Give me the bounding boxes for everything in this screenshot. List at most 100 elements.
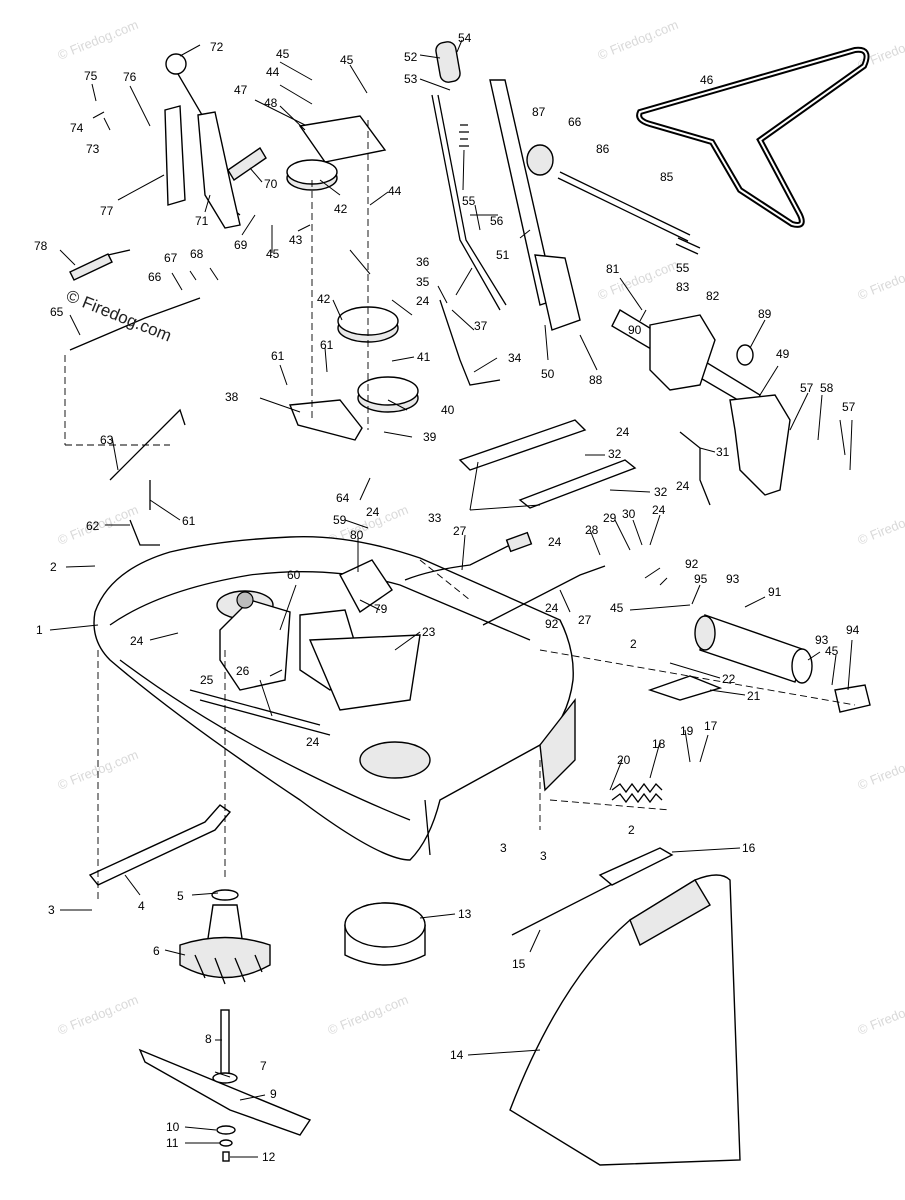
callout-24: 24 xyxy=(416,294,430,308)
callout-17: 17 xyxy=(704,719,718,733)
lift-handle-51 xyxy=(489,79,581,331)
callout-48: 48 xyxy=(264,96,278,110)
bracket-21 xyxy=(647,675,723,701)
callout-66: 66 xyxy=(148,270,162,284)
adjustment-rod-86 xyxy=(526,144,691,242)
watermark-text: © Firedog.com xyxy=(856,992,905,1038)
callout-42: 42 xyxy=(334,202,348,216)
callout-85: 85 xyxy=(660,170,674,184)
callout-79: 79 xyxy=(374,602,388,616)
callout-71: 71 xyxy=(195,214,209,228)
lift-links-33 xyxy=(458,419,637,509)
callout-26: 26 xyxy=(236,664,250,678)
callout-62: 62 xyxy=(86,519,100,533)
watermark-text: © Firedog.com xyxy=(56,992,141,1038)
callout-81: 81 xyxy=(606,262,620,276)
rod-34 xyxy=(439,299,501,386)
bracket-plate-89 xyxy=(649,314,754,391)
callout-60: 60 xyxy=(287,568,301,582)
callout-88: 88 xyxy=(589,373,603,387)
callout-33: 33 xyxy=(428,511,442,525)
callout-45: 45 xyxy=(340,53,354,67)
callout-22: 22 xyxy=(722,672,736,686)
callout-1: 1 xyxy=(36,623,43,637)
rod-65 xyxy=(69,297,201,351)
bracket-48 xyxy=(298,115,387,163)
lift-rod-27 xyxy=(404,531,606,626)
pulley-40 xyxy=(357,376,419,413)
callout-57: 57 xyxy=(842,400,856,414)
hinge-bracket-16 xyxy=(598,847,674,886)
callout-36: 36 xyxy=(416,255,430,269)
callout-58: 58 xyxy=(820,381,834,395)
callout-34: 34 xyxy=(508,351,522,365)
callout-27: 27 xyxy=(453,524,467,538)
callout-94: 94 xyxy=(846,623,860,637)
callout-61: 61 xyxy=(182,514,196,528)
deflector-rod-15 xyxy=(511,879,621,936)
callout-3: 3 xyxy=(500,841,507,855)
callout-12: 12 xyxy=(262,1150,276,1164)
callout-50: 50 xyxy=(541,367,555,381)
callout-24: 24 xyxy=(548,535,562,549)
callout-7: 7 xyxy=(260,1059,267,1073)
callout-42: 42 xyxy=(317,292,331,306)
callout-32: 32 xyxy=(608,447,622,461)
rod-63 xyxy=(109,408,186,510)
callout-77: 77 xyxy=(100,204,114,218)
belt-guard-79 xyxy=(339,559,393,614)
callout-69: 69 xyxy=(234,238,248,252)
callout-67: 67 xyxy=(164,251,178,265)
callout-45: 45 xyxy=(825,644,839,658)
callout-24: 24 xyxy=(366,505,380,519)
callout-89: 89 xyxy=(758,307,772,321)
callout-66: 66 xyxy=(568,115,582,129)
callout-37: 37 xyxy=(474,319,488,333)
mower-deck-housing-1 xyxy=(93,535,576,861)
callout-61: 61 xyxy=(271,349,285,363)
callout-35: 35 xyxy=(416,275,430,289)
callout-19: 19 xyxy=(680,724,694,738)
spindle-cover-13 xyxy=(344,902,426,966)
callout-55: 55 xyxy=(462,194,476,208)
callout-6: 6 xyxy=(153,944,160,958)
roller-bracket-94 xyxy=(834,684,871,713)
watermark-text: © Firedog.com xyxy=(856,747,905,793)
callout-18: 18 xyxy=(652,737,666,751)
callout-57: 57 xyxy=(800,381,814,395)
callout-46: 46 xyxy=(700,73,714,87)
callout-39: 39 xyxy=(423,430,437,444)
idler-pulley-42 xyxy=(286,159,399,343)
callout-24: 24 xyxy=(652,503,666,517)
lift-lever-72 xyxy=(164,53,241,229)
callout-24: 24 xyxy=(676,479,690,493)
callout-25: 25 xyxy=(200,673,214,687)
rod-62 xyxy=(129,519,160,546)
leader-lines xyxy=(49,39,853,1158)
callout-3: 3 xyxy=(540,849,547,863)
callout-52: 52 xyxy=(404,50,418,64)
spring-18 xyxy=(611,782,663,804)
callout-70: 70 xyxy=(264,177,278,191)
callout-64: 64 xyxy=(336,491,350,505)
callout-59: 59 xyxy=(333,513,347,527)
callout-10: 10 xyxy=(166,1120,180,1134)
callout-29: 29 xyxy=(603,511,617,525)
assembly-centerlines xyxy=(64,120,856,900)
idler-plate-38 xyxy=(289,399,363,441)
callout-28: 28 xyxy=(585,523,599,537)
callout-63: 63 xyxy=(100,433,114,447)
callout-75: 75 xyxy=(84,69,98,83)
callout-2: 2 xyxy=(50,560,57,574)
callout-45: 45 xyxy=(610,601,624,615)
callout-47: 47 xyxy=(234,83,248,97)
idler-bracket-60 xyxy=(219,591,421,711)
callout-83: 83 xyxy=(676,280,690,294)
callout-14: 14 xyxy=(450,1048,464,1062)
callout-93: 93 xyxy=(726,572,740,586)
callout-5: 5 xyxy=(177,889,184,903)
callout-54: 54 xyxy=(458,31,472,45)
callout-20: 20 xyxy=(617,753,631,767)
callout-4: 4 xyxy=(138,899,145,913)
